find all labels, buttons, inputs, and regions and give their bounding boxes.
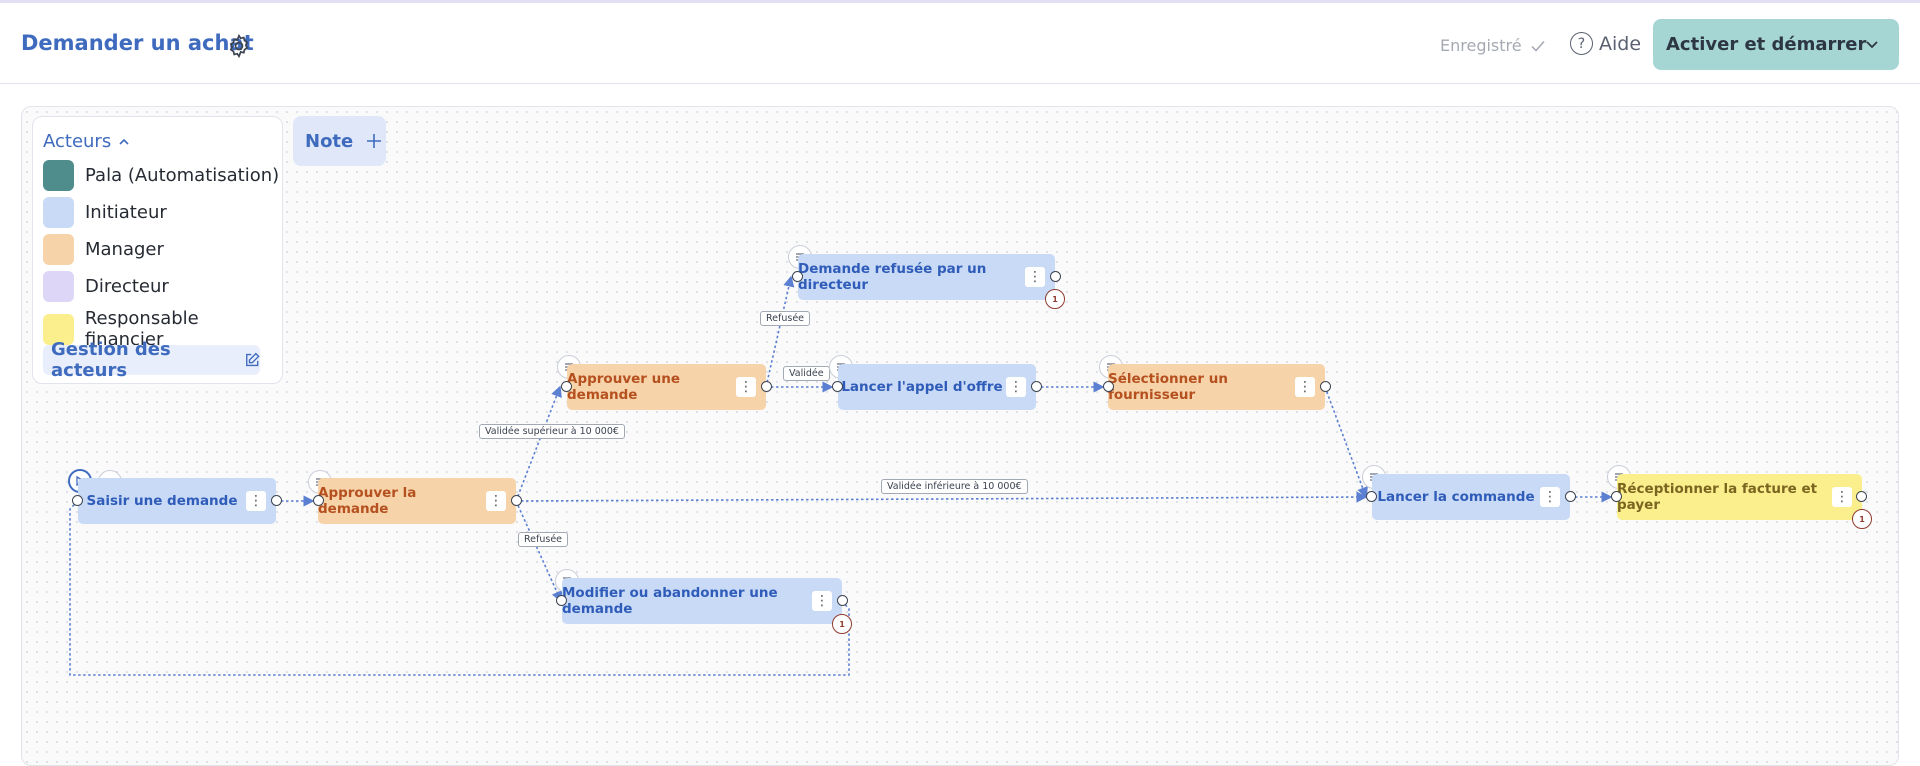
node-menu-icon[interactable]: ⋮ xyxy=(1006,377,1026,397)
actor-label: Manager xyxy=(85,239,164,260)
node-approuver-une-demande[interactable]: Approuver une demande ⋮ xyxy=(567,364,766,410)
node-port[interactable] xyxy=(1031,381,1042,392)
node-port[interactable] xyxy=(1856,491,1867,502)
gear-icon[interactable] xyxy=(226,33,252,59)
node-port[interactable] xyxy=(1366,491,1377,502)
node-port[interactable] xyxy=(511,495,522,506)
node-port[interactable] xyxy=(313,495,324,506)
manage-actors-label: Gestion des acteurs xyxy=(51,339,171,381)
help-button[interactable]: ? Aide xyxy=(1570,32,1641,55)
activate-label: Activer et démarrer xyxy=(1666,34,1867,55)
actor-swatch xyxy=(43,313,74,345)
node-port[interactable] xyxy=(1103,381,1114,392)
node-port[interactable] xyxy=(792,271,803,282)
end-flag-badge[interactable]: 1 xyxy=(1045,289,1065,309)
node-menu-icon[interactable]: ⋮ xyxy=(812,591,832,611)
node-menu-icon[interactable]: ⋮ xyxy=(736,377,756,397)
page-title[interactable]: Demander un achat xyxy=(21,31,254,55)
saved-label: Enregistré xyxy=(1440,36,1522,55)
node-port[interactable] xyxy=(556,595,567,606)
chevron-up-icon xyxy=(119,138,129,145)
question-icon: ? xyxy=(1570,32,1593,55)
node-lancer-appel-offre[interactable]: Lancer l'appel d'offre ⋮ xyxy=(838,364,1036,410)
actor-initiateur[interactable]: Initiateur xyxy=(43,197,167,228)
check-icon xyxy=(1531,40,1545,52)
actor-swatch xyxy=(43,160,74,191)
node-label: Modifier ou abandonner une demande xyxy=(562,585,778,617)
node-port[interactable] xyxy=(1611,491,1622,502)
node-demande-refusee-directeur[interactable]: Demande refusée par un directeur ⋮ xyxy=(798,254,1055,300)
node-approuver-la-demande[interactable]: Approuver la demande ⋮ xyxy=(318,478,516,524)
end-flag-badge[interactable]: 1 xyxy=(1852,509,1872,529)
actor-responsable-financier[interactable]: Responsable financier xyxy=(43,308,282,350)
header: Demander un achat Enregistré ? Aide Acti… xyxy=(0,3,1920,84)
node-selectionner-fournisseur[interactable]: Sélectionner un fournisseur ⋮ xyxy=(1108,364,1325,410)
actors-toggle[interactable]: Acteurs xyxy=(43,131,131,152)
node-receptionner-facture[interactable]: Réceptionner la facture et payer ⋮ xyxy=(1617,474,1862,520)
actor-directeur[interactable]: Directeur xyxy=(43,271,169,302)
node-label: Lancer l'appel d'offre xyxy=(841,379,1003,395)
actor-manager[interactable]: Manager xyxy=(43,234,164,265)
actor-swatch xyxy=(43,234,74,265)
edit-icon xyxy=(245,352,260,367)
actor-label: Responsable financier xyxy=(84,308,199,350)
edge-label-refusee-2[interactable]: Refusée xyxy=(760,311,811,326)
end-flag-badge[interactable]: 1 xyxy=(832,614,852,634)
actor-swatch xyxy=(43,197,74,228)
actor-pala[interactable]: Pala (Automatisation) xyxy=(43,160,279,191)
workflow-canvas[interactable] xyxy=(21,106,1899,766)
help-label: Aide xyxy=(1599,32,1642,55)
edge-label-validee[interactable]: Validée xyxy=(783,366,830,381)
add-note-button[interactable]: Note xyxy=(293,116,386,166)
node-menu-icon[interactable]: ⋮ xyxy=(1832,487,1852,507)
node-label: Sélectionner un fournisseur xyxy=(1108,371,1228,403)
node-port[interactable] xyxy=(1050,271,1061,282)
chevron-down-icon[interactable] xyxy=(1863,35,1881,53)
node-port[interactable] xyxy=(837,595,848,606)
node-menu-icon[interactable]: ⋮ xyxy=(486,491,506,511)
node-menu-icon[interactable]: ⋮ xyxy=(246,491,266,511)
activate-start-button[interactable]: Activer et démarrer xyxy=(1653,19,1899,70)
node-label: Approuver la demande xyxy=(318,485,417,517)
node-port[interactable] xyxy=(832,381,843,392)
node-port[interactable] xyxy=(72,495,83,506)
node-menu-icon[interactable]: ⋮ xyxy=(1295,377,1315,397)
node-modifier-abandonner[interactable]: Modifier ou abandonner une demande ⋮ xyxy=(562,578,842,624)
manage-actors-button[interactable]: Gestion des acteurs xyxy=(43,339,260,381)
edge-label-validee-inf[interactable]: Validée inférieure à 10 000€ xyxy=(881,479,1028,494)
node-menu-icon[interactable]: ⋮ xyxy=(1540,487,1560,507)
node-label: Lancer la commande xyxy=(1377,489,1535,505)
actor-label: Directeur xyxy=(85,276,169,297)
edge-label-refusee-1[interactable]: Refusée xyxy=(518,532,569,547)
saved-status: Enregistré xyxy=(1440,36,1546,55)
node-port[interactable] xyxy=(561,381,572,392)
plus-icon xyxy=(367,134,382,148)
actors-panel: Acteurs Pala (Automatisation) Initiateur… xyxy=(32,116,283,384)
node-label: Approuver une demande xyxy=(567,371,681,403)
actors-title: Acteurs xyxy=(43,131,112,152)
node-port[interactable] xyxy=(271,495,282,506)
actor-swatch xyxy=(43,271,74,302)
actor-label: Pala (Automatisation) xyxy=(85,165,280,186)
node-port[interactable] xyxy=(761,381,772,392)
node-saisir-demande[interactable]: Saisir une demande ⋮ xyxy=(78,478,276,524)
node-label: Réceptionner la facture et payer xyxy=(1617,481,1818,513)
top-accent-line xyxy=(0,0,1920,3)
node-port[interactable] xyxy=(1565,491,1576,502)
note-label: Note xyxy=(305,130,354,152)
node-label: Saisir une demande xyxy=(86,493,238,509)
edge-label-validee-sup[interactable]: Validée supérieur à 10 000€ xyxy=(479,424,625,439)
node-lancer-commande[interactable]: Lancer la commande ⋮ xyxy=(1372,474,1570,520)
node-menu-icon[interactable]: ⋮ xyxy=(1025,267,1045,287)
node-port[interactable] xyxy=(1320,381,1331,392)
actor-label: Initiateur xyxy=(85,202,167,223)
node-label: Demande refusée par un directeur xyxy=(798,261,987,293)
